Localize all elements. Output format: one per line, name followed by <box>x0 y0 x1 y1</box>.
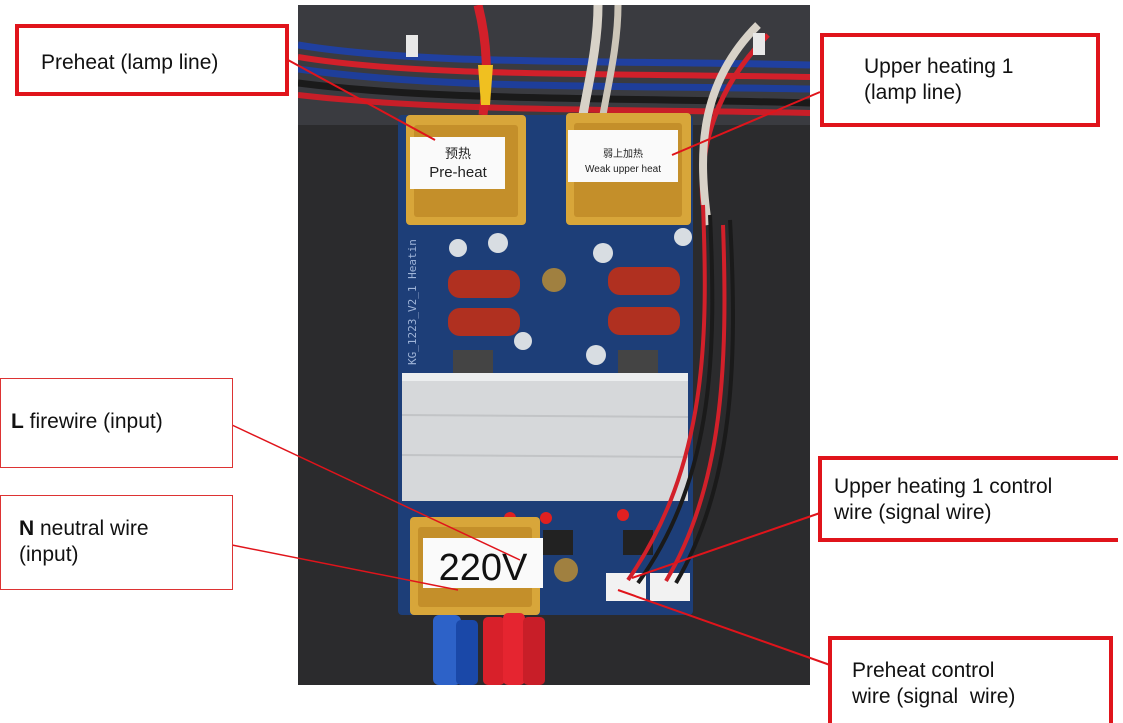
callout-n-text-line2: (input) <box>19 543 79 566</box>
callout-upper-heating-lamp-line2: (lamp line) <box>864 81 963 104</box>
weak-upper-heat-relay <box>566 113 691 225</box>
callout-preheat-lamp-text: Preheat (lamp line) <box>41 51 219 74</box>
callout-l-text: firewire (input) <box>23 410 163 433</box>
callout-preheat-ctrl-line2: wire (signal wire) <box>852 685 1016 708</box>
callout-n-text: neutral wire <box>34 517 149 540</box>
capacitors <box>448 228 692 365</box>
callout-preheat-lamp: Preheat (lamp line) <box>15 24 289 96</box>
preheat-cn-label: 预热 <box>445 147 471 162</box>
callout-upper-ctrl-line1: Upper heating 1 control <box>834 475 1053 498</box>
callout-upper-heating-control: Upper heating 1 control wire (signal wir… <box>818 456 1118 542</box>
callout-upper-heating-lamp-line1: Upper heating 1 <box>864 55 1014 78</box>
input-terminals <box>433 613 545 685</box>
voltage-label: 220V <box>439 547 528 589</box>
callout-upper-ctrl-line2: wire (signal wire) <box>834 501 992 524</box>
board-model-text: KG_1223_V2_1 Heatin <box>406 239 419 365</box>
callout-preheat-ctrl-line1: Preheat control <box>852 659 995 682</box>
callout-upper-heating-lamp: Upper heating 1 (lamp line) <box>820 33 1100 127</box>
callout-l-firewire: L firewire (input) <box>0 378 233 468</box>
callout-n-prefix: N <box>19 517 35 540</box>
callout-n-neutral: N neutral wire (input) <box>0 495 233 590</box>
preheat-relay <box>406 115 526 225</box>
weak-cn-label: 弱上加热 <box>603 147 643 160</box>
weak-en-label: Weak upper heat <box>585 164 661 175</box>
callout-l-prefix: L <box>11 410 24 433</box>
preheat-en-label: Pre-heat <box>429 164 487 181</box>
callout-preheat-control: Preheat control wire (signal wire) <box>828 636 1113 723</box>
control-board-photo: 预热 Pre-heat 弱上加热 Weak upper heat 220V KG… <box>298 5 810 685</box>
